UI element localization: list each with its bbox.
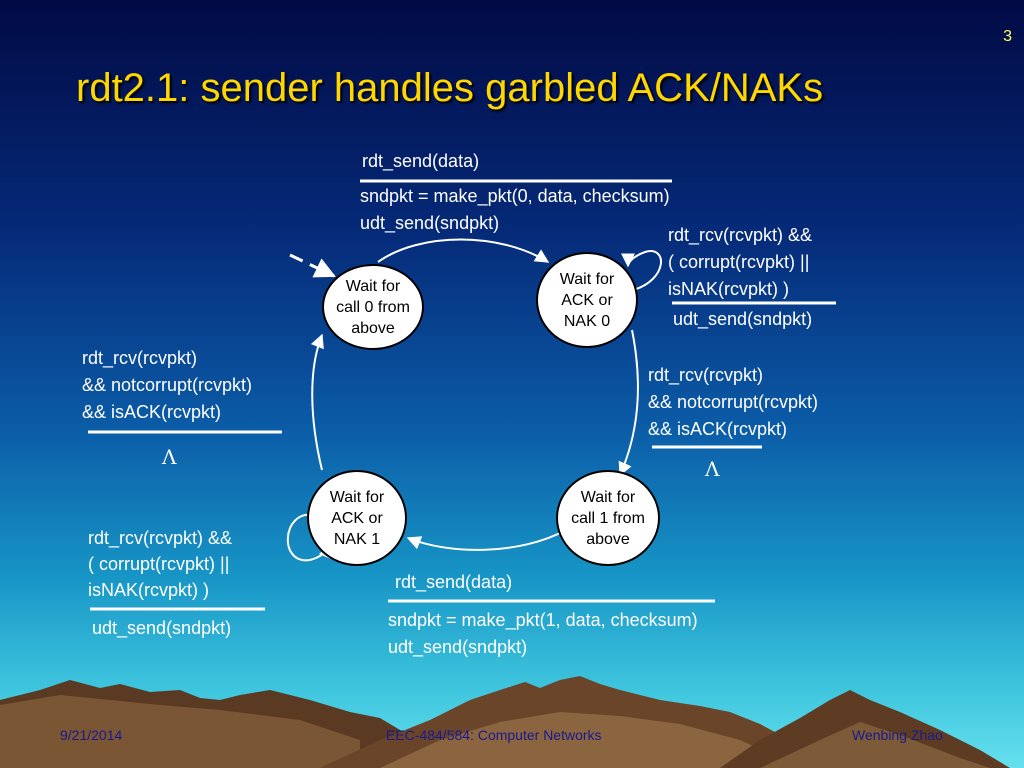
ack1-event: && isACK(rcvpkt) <box>82 402 222 422</box>
resend0-event: rdt_rcv(rcvpkt) && <box>668 225 813 245</box>
state-label: Wait for <box>580 488 636 506</box>
send0-action: udt_send(sndpkt) <box>360 213 500 233</box>
state-wait-ack-nak-0: Wait for ACK or NAK 0 <box>536 252 638 348</box>
resend1-event: isNAK(rcvpkt) ) <box>88 580 209 600</box>
initial-state-arrow <box>289 253 336 278</box>
resend0-event: isNAK(rcvpkt) ) <box>668 279 789 299</box>
state-label: ACK or <box>331 509 383 527</box>
ack1-event: && notcorrupt(rcvpkt) <box>82 375 253 395</box>
send1-event: rdt_send(data) <box>395 572 513 592</box>
resend0-event: ( corrupt(rcvpkt) || <box>668 252 810 272</box>
state-wait-ack-nak-1: Wait for ACK or NAK 1 <box>307 470 407 566</box>
state-wait-call-1: Wait for call 1 from above <box>556 470 660 566</box>
footer-date: 9/21/2014 <box>60 727 123 743</box>
send1-action: sndpkt = make_pkt(1, data, checksum) <box>388 610 698 630</box>
footer-author: Wenbing Zhao <box>852 727 943 743</box>
ack0-event: && notcorrupt(rcvpkt) <box>648 392 819 412</box>
arrow-call0-to-ack0 <box>377 238 550 263</box>
slide-number: 3 <box>1003 28 1012 45</box>
resend1-event: ( corrupt(rcvpkt) || <box>88 554 230 574</box>
arrow-ack0-to-call1 <box>618 329 639 477</box>
state-label: Wait for <box>329 488 385 506</box>
state-label: Wait for <box>559 270 615 288</box>
arrow-ack1-to-call0 <box>310 333 324 471</box>
slide-title: rdt2.1: sender handles garbled ACK/NAKs <box>76 66 824 110</box>
ack0-lambda: Λ <box>705 457 720 481</box>
resend1-event: rdt_rcv(rcvpkt) && <box>88 528 233 548</box>
state-label: ACK or <box>561 291 613 309</box>
state-label: call 0 from <box>336 298 410 316</box>
footer-course: EEC-484/584: Computer Networks <box>386 727 602 743</box>
send1-action: udt_send(sndpkt) <box>388 637 528 657</box>
ack0-event: && isACK(rcvpkt) <box>648 419 788 439</box>
state-label: call 1 from <box>571 509 645 527</box>
ack0-event: rdt_rcv(rcvpkt) <box>648 365 764 385</box>
send0-event: rdt_send(data) <box>362 151 480 171</box>
ack1-lambda: Λ <box>162 445 177 469</box>
ack1-event: rdt_rcv(rcvpkt) <box>82 348 198 368</box>
state-label: NAK 1 <box>333 530 381 548</box>
state-wait-call-0: Wait for call 0 from above <box>322 264 424 350</box>
resend1-action: udt_send(sndpkt) <box>92 618 232 638</box>
state-label: NAK 0 <box>563 312 611 330</box>
send0-action: sndpkt = make_pkt(0, data, checksum) <box>360 186 670 206</box>
state-label: Wait for <box>345 277 401 295</box>
state-label: above <box>586 530 630 548</box>
arrow-call1-to-ack1 <box>406 529 567 551</box>
resend0-action: udt_send(sndpkt) <box>673 309 813 329</box>
state-label: above <box>351 319 395 337</box>
self-loop-ack0 <box>621 250 662 291</box>
